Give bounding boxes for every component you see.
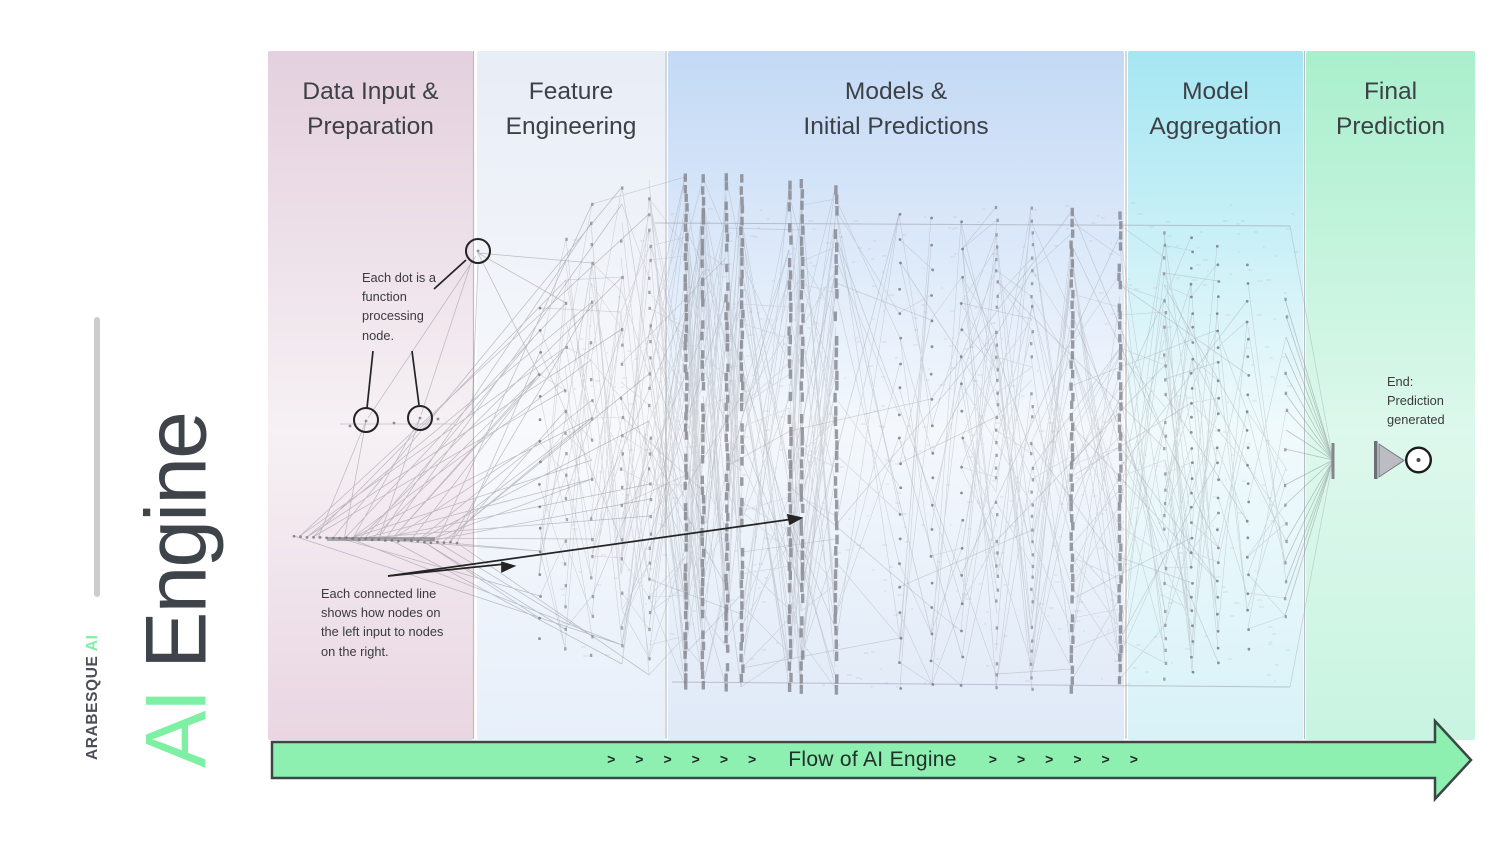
page-title-main: Engine (128, 413, 225, 691)
stage-column-final-prediction: Final Prediction (1306, 51, 1475, 740)
flow-arrow-shape (270, 717, 1473, 803)
flow-arrow-label: Flow of AI Engine (788, 748, 957, 771)
flow-chevrons-right: > > > > > > (979, 751, 1148, 769)
stage-title-model-aggregation: Model Aggregation (1128, 51, 1303, 145)
flow-chevrons-left: > > > > > > (597, 751, 766, 769)
stage-title-line: Final (1363, 78, 1418, 105)
brand-wordmark: ARABESQUE AI (84, 608, 102, 760)
flow-arrow-label-row: > > > > > > Flow of AI Engine > > > > > > (270, 740, 1475, 780)
dot-annotation: Each dot is a function processing node. (362, 270, 436, 343)
stage-title-line: Preparation (307, 112, 434, 140)
brand-wordmark-suffix: AI (84, 634, 101, 656)
stage-title-line: Engineering (505, 112, 637, 140)
page-title: AI Engine (118, 268, 236, 768)
chevron-icon: > (663, 751, 672, 767)
chevron-icon: > (1129, 751, 1138, 767)
chevron-icon: > (1073, 751, 1082, 767)
chevron-icon: > (691, 751, 700, 767)
end-annotation: End: Prediction generated (1387, 374, 1445, 428)
brand-divider-line (94, 317, 100, 597)
brand-wordmark-prefix: ARABESQUE (84, 655, 101, 760)
stage-title-line: Data Input & (302, 78, 439, 105)
chevron-icon: > (1045, 751, 1054, 767)
stage-column-models: Models & Initial Predictions (668, 51, 1124, 740)
chevron-icon: > (1101, 751, 1110, 767)
flow-arrow-polygon (270, 717, 1473, 803)
stage-column-feature-engineering: Feature Engineering (477, 51, 665, 740)
flow-arrow: > > > > > > Flow of AI Engine > > > > > > (270, 717, 1480, 804)
stage-title-line: Prediction (1336, 112, 1445, 140)
chevron-icon: > (719, 751, 729, 767)
chevron-icon: > (635, 751, 644, 767)
chevron-icon: > (988, 751, 997, 767)
stage-title-line: Initial Predictions (803, 112, 989, 140)
page-title-accent: AI (128, 690, 225, 768)
stage-title-line: Models & (844, 78, 948, 105)
chevron-icon: > (748, 751, 757, 767)
stage-title-models: Models & Initial Predictions (668, 51, 1124, 145)
stage-title-feature-engineering: Feature Engineering (477, 51, 665, 145)
line-annotation: Each connected line shows how nodes on t… (321, 586, 444, 659)
chevron-icon: > (607, 751, 616, 767)
stage-title-data-input: Data Input & Preparation (268, 51, 473, 145)
stage-title-line: Aggregation (1149, 112, 1282, 140)
stage-title-line: Model (1182, 78, 1249, 105)
stage-title-line: Feature (528, 78, 614, 105)
stage-title-final-prediction: Final Prediction (1306, 51, 1475, 145)
stage-column-model-aggregation: Model Aggregation (1128, 51, 1303, 740)
chevron-icon: > (1016, 751, 1026, 767)
